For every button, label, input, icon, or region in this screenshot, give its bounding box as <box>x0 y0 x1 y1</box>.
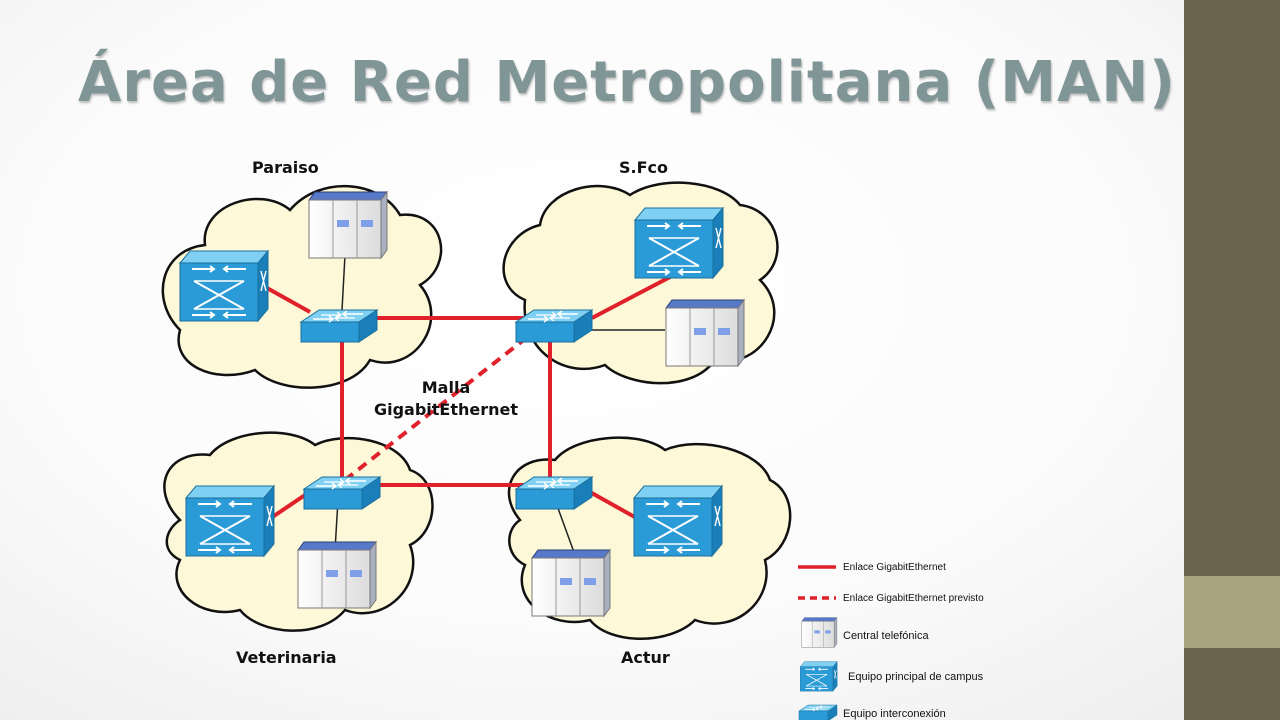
campus-equipment-actur <box>633 485 723 557</box>
site-label-sfco: S.Fco <box>619 158 668 177</box>
sidebar-accent <box>1184 576 1280 648</box>
planned-gigabit-link <box>343 333 532 482</box>
interconnect-switch-sfco <box>515 309 593 343</box>
legend: Enlace GigabitEthernet Enlace GigabitEth… <box>798 562 984 720</box>
legend-gigabit-link: Enlace GigabitEthernet <box>843 562 946 573</box>
slide-title: Área de Red Metropolitana (MAN) <box>78 50 1176 115</box>
interconnect-switch-paraiso <box>300 309 378 343</box>
central-telefonica-paraiso <box>308 191 388 259</box>
site-label-actur: Actur <box>621 648 670 667</box>
man-network-diagram: Paraiso S.Fco Veterinaria Actur Malla Gi… <box>161 158 984 720</box>
site-label-veterinaria: Veterinaria <box>236 648 337 667</box>
legend-central-icon <box>801 617 838 648</box>
central-telefonica-veterinaria <box>297 541 377 609</box>
interconnect-switch-veterinaria <box>303 476 381 510</box>
legend-interconnect-icon <box>798 704 838 720</box>
mesh-label-line1: Malla <box>422 378 470 397</box>
legend-campus-icon <box>799 661 838 692</box>
legend-campus-equipment: Equipo principal de campus <box>848 671 984 683</box>
interconnect-switch-actur <box>515 476 593 510</box>
legend-planned-link: Enlace GigabitEthernet previsto <box>843 593 984 604</box>
central-telefonica-actur <box>531 549 611 617</box>
legend-central: Central telefónica <box>843 630 929 642</box>
central-telefonica-sfco <box>665 299 745 367</box>
mesh-label-line2: GigabitEthernet <box>374 400 518 419</box>
campus-equipment-sfco <box>634 207 724 279</box>
gigabit-links <box>257 274 673 522</box>
legend-interconnect: Equipo interconexión <box>843 708 946 720</box>
site-label-paraiso: Paraiso <box>252 158 319 177</box>
campus-equipment-paraiso <box>179 250 269 322</box>
campus-equipment-veterinaria <box>185 485 275 557</box>
